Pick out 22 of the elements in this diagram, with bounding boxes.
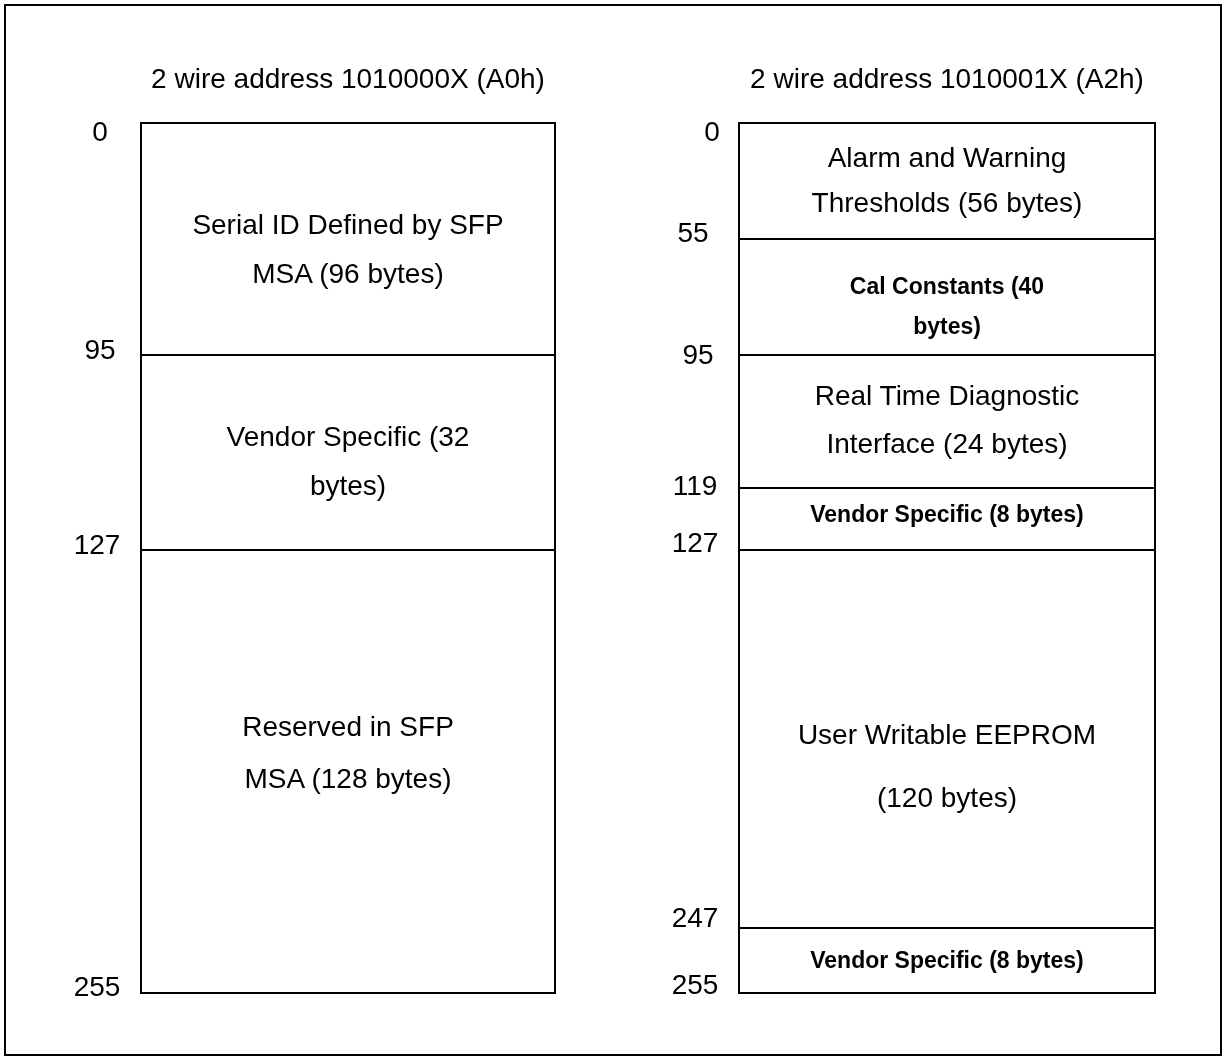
section-label: Alarm and Warning Thresholds (56 bytes): [810, 141, 1084, 220]
section-label: Vendor Specific (8 bytes): [809, 946, 1085, 975]
section-label: Vendor Specific (32 bytes): [225, 420, 471, 503]
address-label: 247: [671, 904, 719, 932]
address-label: 127: [671, 529, 719, 557]
address-label: 255: [671, 971, 719, 999]
section-label: Reserved in SFP MSA (128 bytes): [241, 710, 455, 796]
column-heading: 2 wire address 1010001X (A2h): [749, 62, 1145, 96]
address-label: 119: [672, 472, 718, 500]
address-label: 127: [73, 531, 121, 559]
section-label: Serial ID Defined by SFP MSA (96 bytes): [191, 208, 505, 291]
address-label: 0: [92, 118, 108, 146]
address-label: 95: [84, 336, 116, 364]
column-heading: 2 wire address 1010000X (A0h): [150, 62, 546, 96]
address-label: 255: [73, 973, 121, 1001]
section-label: Cal Constants (40 bytes): [848, 272, 1046, 342]
address-label: 0: [704, 118, 720, 146]
address-label: 55: [677, 219, 709, 247]
section-label: User Writable EEPROM (120 bytes): [796, 718, 1098, 815]
section-label: Vendor Specific (8 bytes): [809, 500, 1085, 529]
section-label: Real Time Diagnostic Interface (24 bytes): [813, 379, 1081, 461]
address-label: 95: [682, 341, 714, 369]
